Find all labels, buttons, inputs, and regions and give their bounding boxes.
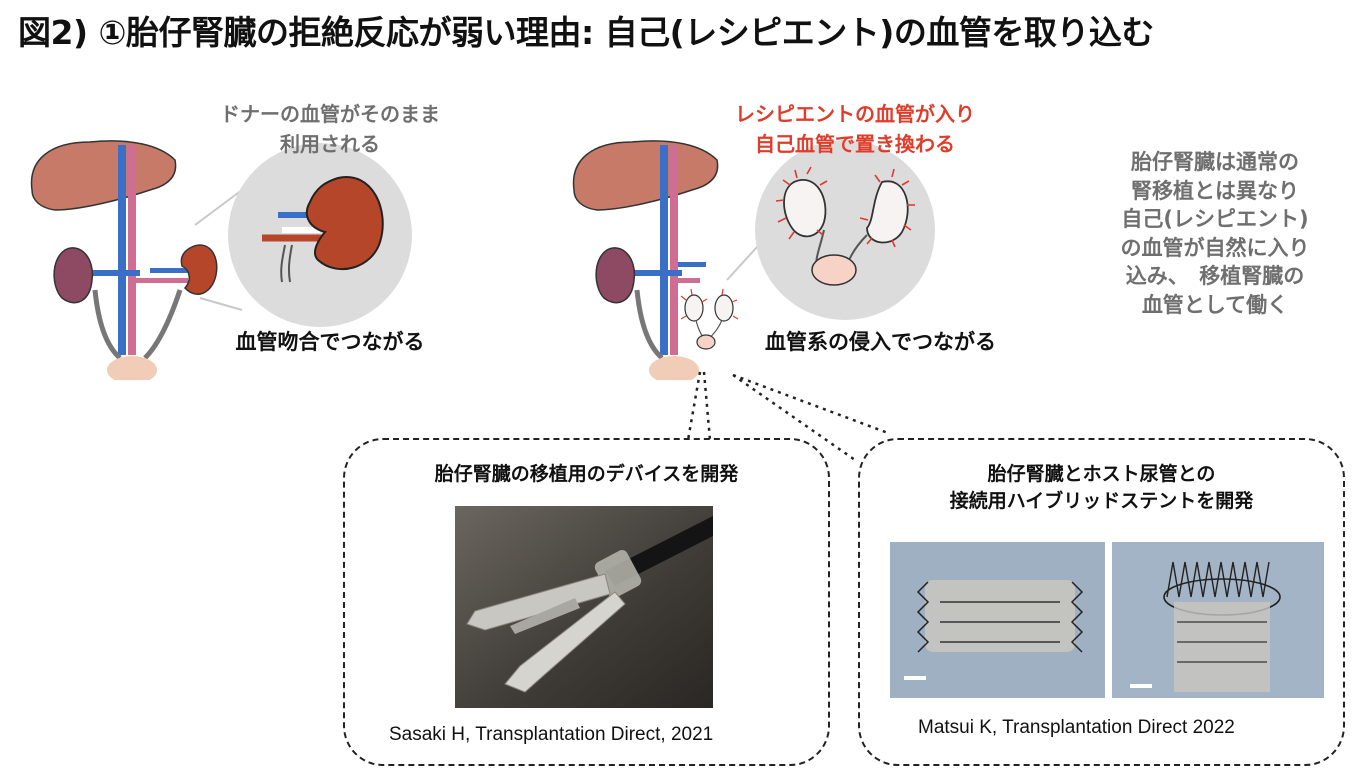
fetal-kidney xyxy=(714,294,734,322)
figure-title: 図2) ①胎仔腎臓の拒絶反応が弱い理由: 自己(レシピエント)の血管を取り込む xyxy=(18,13,1154,52)
host-kidney xyxy=(595,247,636,304)
fetal-kidney-zoomed xyxy=(783,179,827,238)
note-line: 自己(レシピエント) xyxy=(1121,207,1309,231)
fetal-kidney-zoomed xyxy=(866,180,909,244)
middle-anatomy-illustration xyxy=(562,130,1022,380)
host-kidney xyxy=(53,247,94,304)
left-zoom-caption-2: 利用される xyxy=(280,132,380,156)
bladder xyxy=(107,356,157,380)
liver xyxy=(572,140,719,211)
donor-kidney xyxy=(180,244,218,295)
fetal-kidney xyxy=(684,294,704,322)
stent-photo-angled xyxy=(1112,542,1324,698)
note-line: 胎仔腎臓は通常の xyxy=(1131,150,1299,174)
stent-box-title-line2: 接続用ハイブリッドステントを開発 xyxy=(949,490,1254,512)
explanation-note: 胎仔腎臓は通常の 腎移植とは異なり 自己(レシピエント) の血管が自然に入り 込… xyxy=(1090,148,1340,319)
note-line: 血管として働く xyxy=(1141,292,1289,317)
donor-kidney-zoomed xyxy=(305,175,384,270)
note-line: 腎移植とは異なり xyxy=(1131,178,1299,203)
left-bottom-caption: 血管吻合でつながる xyxy=(235,330,425,354)
note-line: 込み、 移植腎臓の xyxy=(1125,264,1305,288)
middle-bottom-caption: 血管系の侵入でつながる xyxy=(765,330,996,354)
left-zoom-caption-1: ドナーの血管がそのまま xyxy=(220,102,440,126)
middle-zoom-caption-2: 自己血管で置き換わる xyxy=(755,132,955,156)
stent-citation: Matsui K, Transplantation Direct 2022 xyxy=(918,717,1235,738)
stent-box-title: 胎仔腎臓とホスト尿管との 接続用ハイブリッドステントを開発 xyxy=(860,461,1343,515)
note-line: の血管が自然に入り xyxy=(1120,235,1310,260)
device-box: 胎仔腎臓の移植用のデバイスを開発 Sasaki H, Transplantati… xyxy=(343,438,830,766)
middle-zoom-caption-1: レシピエントの血管が入り xyxy=(735,102,975,126)
stent-box-title-line1: 胎仔腎臓とホスト尿管との xyxy=(987,463,1216,485)
liver xyxy=(30,140,177,211)
stent-box: 胎仔腎臓とホスト尿管との 接続用ハイブリッドステントを開発 Matsui K, … xyxy=(858,438,1345,766)
device-box-title: 胎仔腎臓の移植用のデバイスを開発 xyxy=(434,463,739,485)
bladder xyxy=(649,356,699,380)
stent-photo-side xyxy=(890,542,1105,698)
device-citation: Sasaki H, Transplantation Direct, 2021 xyxy=(389,724,714,745)
device-photo xyxy=(455,506,713,708)
fetal-bladder-zoomed xyxy=(811,254,857,286)
left-anatomy-illustration xyxy=(20,130,460,380)
fetal-bladder xyxy=(696,334,716,350)
